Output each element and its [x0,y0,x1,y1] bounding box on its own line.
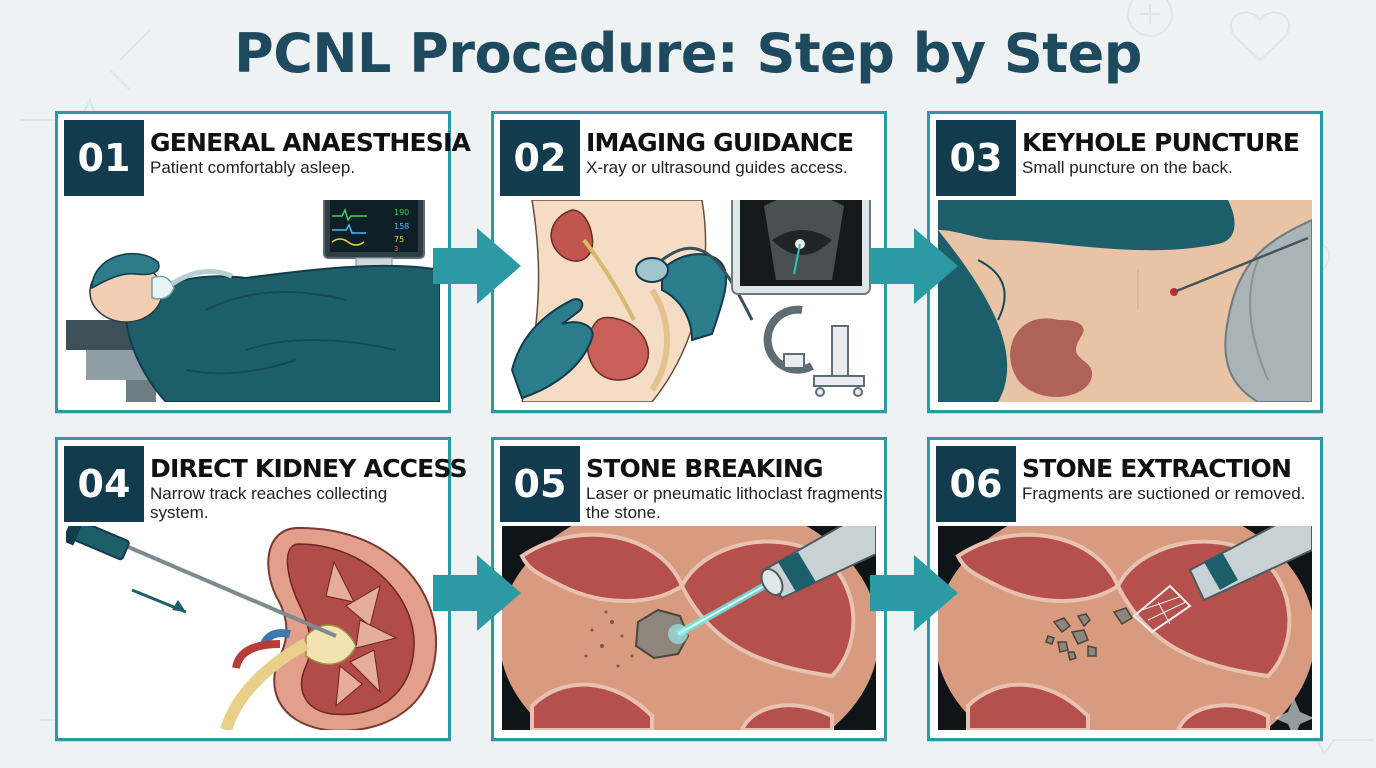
sparkle-icon [1274,698,1312,730]
anaesthesia-illustration: 190 158 75 3 [66,200,440,402]
retrieval-basket-icon [1132,526,1312,634]
c-arm-icon [763,305,865,397]
step-number: 03 [936,120,1016,196]
kidney-access-illustration [66,526,440,730]
step-number: 05 [500,446,580,522]
step-panel-06: 06 STONE EXTRACTION Fragments are suctio… [927,437,1323,741]
ultrasound-screen-icon [731,200,871,295]
step-title: STONE BREAKING [586,454,823,483]
step-number: 04 [64,446,144,522]
step-panel-03: 03 KEYHOLE PUNCTURE Small puncture on th… [927,111,1323,413]
monitor-value-hr: 190 [394,208,409,217]
step-panel-02: 02 IMAGING GUIDANCE X-ray or ultrasound … [491,111,887,413]
monitor-icon: 190 158 75 3 [323,200,425,269]
step-description: Laser or pneumatic lithoclast fragments … [586,484,883,522]
step-description: Small puncture on the back. [1022,158,1233,177]
step-title: STONE EXTRACTION [1022,454,1292,483]
arrow-step-1-to-2 [433,228,521,304]
step-description: X-ray or ultrasound guides access. [586,158,848,177]
imaging-illustration [502,200,876,402]
monitor-value-bp: 75 [394,235,404,244]
lithotripter-probe-icon [760,526,876,600]
step-panel-05: 05 STONE BREAKING Laser or pneumatic lit… [491,437,887,741]
page-title: PCNL Procedure: Step by Step [234,22,1142,85]
stone-breaking-illustration [502,526,876,730]
step-title: GENERAL ANAESTHESIA [150,128,471,157]
arrow-step-4-to-5 [433,555,521,631]
step-panel-04: 04 DIRECT KIDNEY ACCESS Narrow track rea… [55,437,468,741]
needle-icon [66,526,337,638]
step-panel-01: 01 GENERAL ANAESTHESIA Patient comfortab… [55,111,471,413]
stone-fragments-icon [1045,607,1134,661]
monitor-value-rr: 3 [394,245,398,253]
step-number: 06 [936,446,1016,522]
stone-icon [634,608,690,660]
step-number: 01 [64,120,144,196]
direction-arrow-icon [131,588,187,614]
puncture-illustration [938,200,1312,402]
step-number: 02 [500,120,580,196]
step-description: Fragments are suctioned or removed. [1022,484,1306,503]
arrow-step-5-to-6 [870,555,958,631]
step-title: DIRECT KIDNEY ACCESS [150,454,468,483]
step-title: KEYHOLE PUNCTURE [1022,128,1300,157]
step-description: Patient comfortably asleep. [150,158,356,177]
monitor-value-spo2: 158 [394,222,409,231]
step-title: IMAGING GUIDANCE [586,128,854,157]
arrow-step-2-to-3 [870,228,958,304]
step-description: Narrow track reaches collecting system. [150,484,388,522]
stone-extraction-illustration [938,526,1312,730]
